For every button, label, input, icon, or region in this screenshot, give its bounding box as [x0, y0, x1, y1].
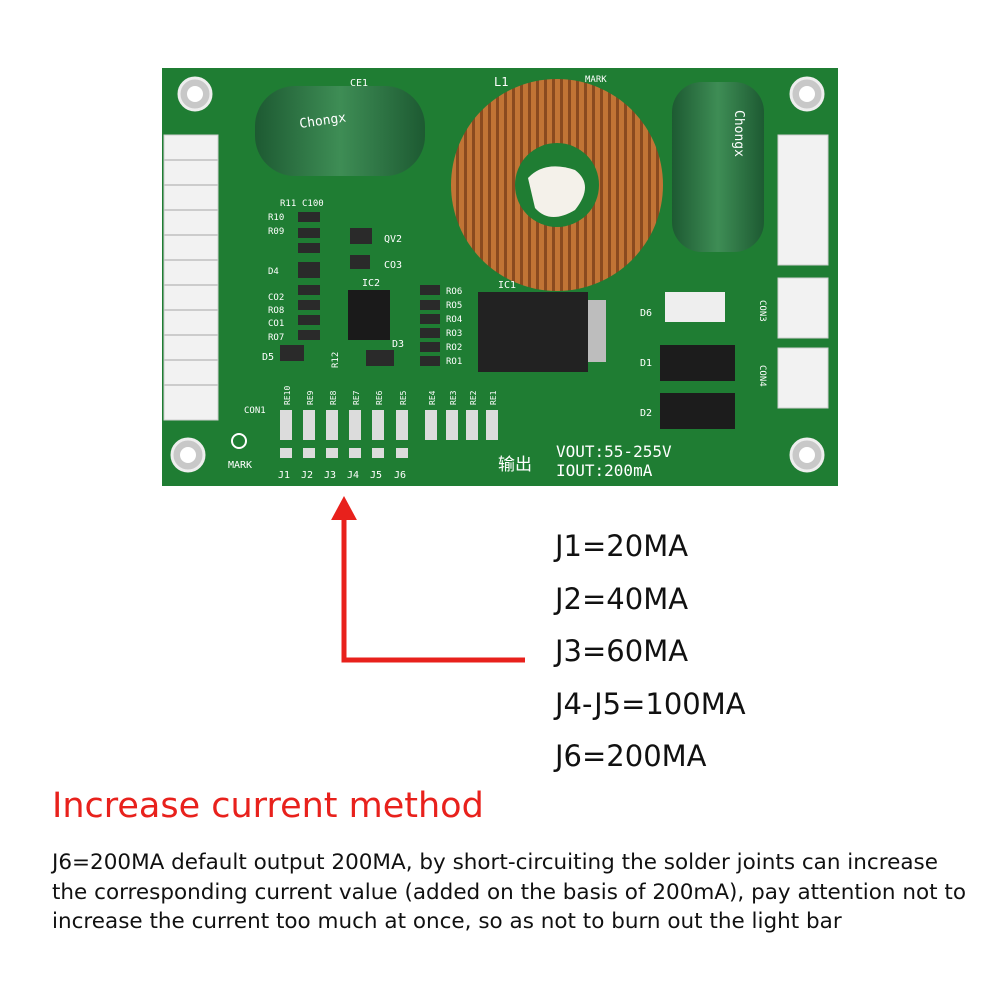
silk-reb-2: RE2	[469, 390, 478, 405]
label-d6: D6	[640, 308, 652, 319]
connector-con4	[777, 347, 829, 409]
mounting-holes	[170, 76, 825, 473]
label-ic1: IC1	[498, 280, 516, 291]
silk-right-2: RO4	[446, 315, 462, 325]
instruction-text: J6=200MA default output 200MA, by short-…	[52, 850, 967, 934]
smd-parts	[280, 212, 440, 366]
connector-con2	[777, 134, 829, 266]
silk-re-4: RE6	[375, 390, 384, 405]
silk-j-2: J3	[324, 470, 336, 481]
jumper-item: J4-J5=100MA	[555, 686, 746, 721]
label-c100: C100	[302, 199, 324, 209]
jumper-current-list: J1=20MA J2=40MA J3=60MA J4-J5=100MA J6=2…	[555, 528, 746, 791]
silk-left-4: RO8	[268, 306, 284, 316]
silk-right-5: RO1	[446, 357, 462, 367]
label-ce1: CE1	[350, 78, 368, 89]
label-d2: D2	[640, 408, 652, 419]
connector-con1	[163, 134, 219, 421]
label-l1: L1	[494, 75, 508, 89]
silk-j-1: J2	[301, 470, 313, 481]
label-qv2: QV2	[384, 234, 402, 245]
jumper-item: J6=200MA	[555, 739, 707, 773]
section-heading: Increase current method	[52, 786, 484, 826]
label-co3: CO3	[384, 260, 402, 271]
silk-left-3: CO2	[268, 293, 284, 303]
silk-left-5: CO1	[268, 319, 284, 329]
label-d5: D5	[262, 352, 274, 363]
silk-re-3: RE7	[352, 390, 361, 405]
silk-re-5: RE5	[399, 390, 408, 405]
silk-left-0: R10	[268, 213, 284, 223]
silk-j-0: J1	[278, 470, 290, 481]
silk-right-1: RO5	[446, 301, 462, 311]
label-ic2: IC2	[362, 278, 380, 289]
silk-left-6: RO7	[268, 333, 284, 343]
label-mark-left: MARK	[228, 460, 252, 471]
cap-brand-text-2: Chongx	[731, 110, 746, 157]
cap-brand-text: Chongx	[298, 111, 347, 132]
pcb-board-photo: Chongx Chongx CE1 L1 MARK	[162, 68, 838, 520]
silk-j-5: J6	[394, 470, 406, 481]
diode-d6	[665, 292, 725, 322]
jumper-item: J2=40MA	[555, 581, 689, 616]
silk-vout: VOUT:55-255V	[556, 442, 672, 461]
ic2-chip	[348, 290, 390, 340]
silk-right-4: RO2	[446, 343, 462, 353]
label-con1: CON1	[244, 406, 266, 416]
silk-iout: IOUT:200mA	[556, 461, 653, 480]
jumper-item: J1=20MA	[555, 529, 689, 563]
silk-right-3: RO3	[446, 329, 462, 339]
jumper-item: J3=60MA	[555, 634, 689, 668]
capacitor-ce2	[672, 82, 764, 252]
jumper-pads	[280, 410, 498, 458]
connector-con3	[777, 277, 829, 339]
diode-d2	[660, 393, 735, 429]
capacitor-ce1	[255, 86, 425, 176]
silk-re-0: RE10	[283, 386, 292, 405]
silk-reb-0: RE4	[428, 390, 437, 405]
label-r11: R11	[280, 199, 296, 209]
ic1-regulator	[478, 292, 588, 372]
silk-left-2: D4	[268, 267, 279, 277]
silk-j-3: J4	[347, 470, 359, 481]
red-arrow	[331, 496, 357, 520]
silk-output-cn: 输出	[498, 455, 532, 475]
label-r12: R12	[331, 352, 341, 368]
label-d3: D3	[392, 339, 404, 350]
label-d1: D1	[640, 358, 652, 369]
silk-left-1: R09	[268, 227, 284, 237]
label-con3: CON3	[757, 300, 767, 322]
silk-re-1: RE9	[306, 390, 315, 405]
label-con4: CON4	[757, 365, 767, 387]
silk-reb-1: RE3	[449, 390, 458, 405]
silk-right-0: RO6	[446, 287, 462, 297]
silk-re-2: RE8	[329, 390, 338, 405]
silk-reb-3: RE1	[489, 390, 498, 405]
label-mark-top: MARK	[585, 75, 607, 85]
diode-d1	[660, 345, 735, 381]
silk-j-4: J5	[370, 470, 382, 481]
